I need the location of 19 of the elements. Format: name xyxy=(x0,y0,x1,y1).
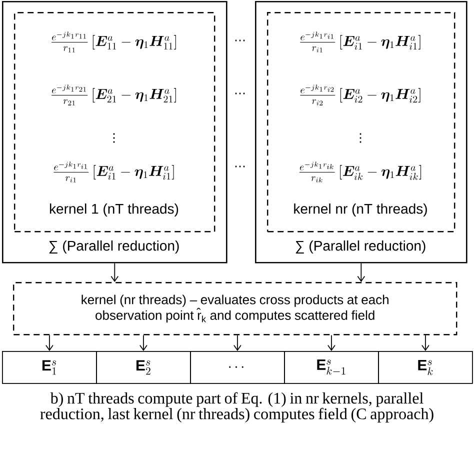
thread-box: $\frac{e^{-jk_1 r_{11}}}{r_{11}}\left[\boldsymbol{E}^{a}_{11}-\boldsymbol{\eta}_{1}\boldsymbol{H}^{a}_{11}\right]$ $\frac{e^{-jk_1 r_{21}}}{r_{21}}\left[\boldsymbol{E}^{a}_{21}-\boldsymbol{\eta}_{1}\boldsymbol{H}^{a}_{21}\right]$ $\vdots$ $\frac{e^{-jk_1 r_{i1}}}{r_{i1}}\left[\boldsymbol{E}^{a}_{i1}-\boldsymbol{\eta}_{1}\boldsymbol{H}^{a}_{i1}\right]$ kernel 1 (nT threads) xyxy=(14,12,216,232)
ellipsis: ⋯ xyxy=(235,40,245,42)
ellipsis: ⋯ xyxy=(235,166,245,168)
thread-box: kernel (nr threads) – evaluates cross products at each observation point r̂$_{k}$ and computes scattered field xyxy=(13,282,458,336)
field-cell: $\cdots$ xyxy=(190,351,285,384)
arrow xyxy=(140,334,148,351)
field-cell: $\mathbf{E}^{s}_{1}$ xyxy=(2,351,97,384)
arrow xyxy=(234,334,242,351)
ellipsis: ⋯ xyxy=(235,92,245,94)
arrow xyxy=(46,334,54,351)
field-cell: $\mathbf{E}^{s}_{k}$ xyxy=(378,351,473,384)
thread-box: $\frac{e^{-jk_1 r_{i1}}}{r_{i1}}\left[\boldsymbol{E}^{a}_{i1}-\boldsymbol{\eta}_{1}\boldsymbol{H}^{a}_{i1}\right]$ $\frac{e^{-jk_1 r_{i2}}}{r_{i2}}\left[\boldsymbol{E}^{a}_{i2}-\boldsymbol{\eta}_{1}\boldsymbol{H}^{a}_{i2}\right]$ $\vdots$ $\frac{e^{-jk_1 r_{ik}}}{r_{ik}}\left[\boldsymbol{E}^{a}_{ik}-\boldsymbol{\eta}_{1}\boldsymbol{H}^{a}_{ik}\right]$ kernel nr (nT threads) xyxy=(267,12,456,232)
arrow xyxy=(357,262,366,282)
caption: b) nT threads compute part of Eq. (1) in nr kernels, parallel reduction, last kernel (nr threads) computes field (C approach) xyxy=(40,392,434,423)
arrow xyxy=(422,334,430,351)
field-cell: $\mathbf{E}^{s}_{2}$ xyxy=(96,351,191,384)
arrow xyxy=(110,262,119,282)
field-cell: $\mathbf{E}^{s}_{k-1}$ xyxy=(284,351,379,384)
arrow xyxy=(328,334,336,351)
